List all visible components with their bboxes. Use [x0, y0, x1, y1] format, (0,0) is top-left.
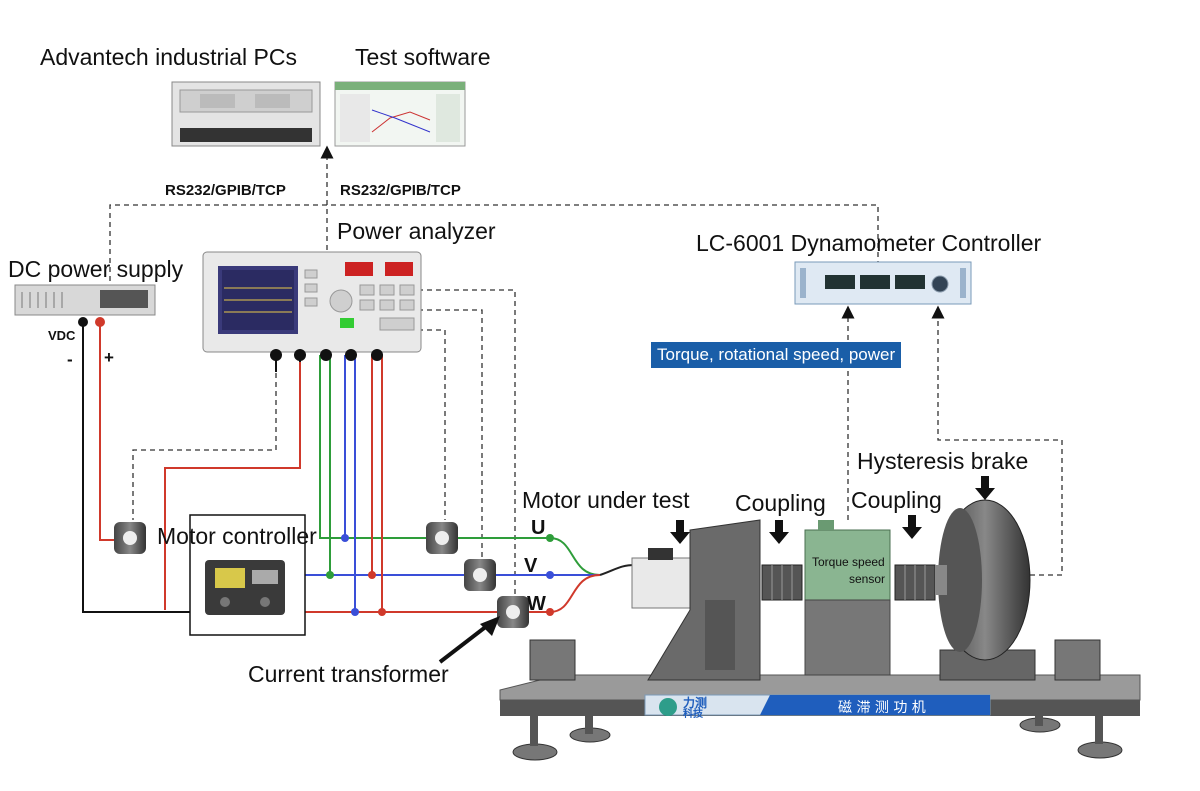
ct-pointer-arrowhead — [480, 616, 500, 636]
test-software-label: Test software — [355, 44, 491, 70]
dc-supply-icon — [14, 284, 156, 327]
current-transformer-label: Current transformer — [248, 661, 449, 687]
power-analyzer-label: Power analyzer — [337, 218, 496, 244]
brand-name: 力测 — [683, 696, 708, 710]
phase-v-label: V — [524, 555, 538, 577]
hysteresis-brake-label: Hysteresis brake — [857, 448, 1029, 474]
base-plate-text: 磁 滞 测 功 机 — [838, 700, 926, 716]
wires — [82, 322, 636, 613]
coupling-right-label: Coupling — [851, 487, 942, 513]
motor-controller-icon — [189, 514, 306, 636]
coupling-left-label: Coupling — [735, 490, 826, 516]
phase-w-label: W — [527, 593, 546, 615]
torque-info-label: Torque, rotational speed, power — [651, 342, 902, 368]
brand-sub: 科技 — [683, 709, 703, 720]
motor-under-test-label: Motor under test — [522, 487, 690, 513]
torque-sensor-label-2: sensor — [849, 572, 886, 586]
communication-lines — [109, 145, 1063, 595]
motor-controller-label: Motor controller — [157, 523, 317, 549]
comm-left-label: RS232/GPIB/TCP — [165, 182, 286, 199]
phase-u-label: U — [531, 517, 546, 539]
hysteresis-brake-icon — [935, 499, 1036, 681]
comm-right-label: RS232/GPIB/TCP — [340, 182, 461, 199]
dyno-controller-icon — [794, 261, 972, 305]
current-transformer-icon — [114, 522, 529, 628]
dc-power-supply-label: DC power supply — [8, 256, 184, 282]
dyno-controller-label: LC-6001 Dynamometer Controller — [696, 230, 1042, 256]
torque-sensor-label-1: Torque speed — [812, 555, 885, 569]
junction-dots — [326, 534, 554, 616]
vdc-label: VDC — [48, 328, 76, 343]
motor-icon — [631, 519, 761, 681]
industrial-pc-icon — [171, 81, 321, 147]
software-screenshot-icon — [334, 81, 466, 147]
torque-sensor-icon — [804, 520, 891, 676]
plus-label: + — [104, 348, 114, 367]
minus-label: - — [67, 350, 73, 369]
coupling-icon — [761, 564, 936, 601]
power-analyzer-icon — [202, 251, 422, 361]
test-bench-icon — [499, 639, 1141, 761]
ct-pointer-arrow — [438, 620, 494, 664]
arrow-icon — [670, 476, 995, 544]
advantech-label: Advantech industrial PCs — [40, 44, 297, 70]
